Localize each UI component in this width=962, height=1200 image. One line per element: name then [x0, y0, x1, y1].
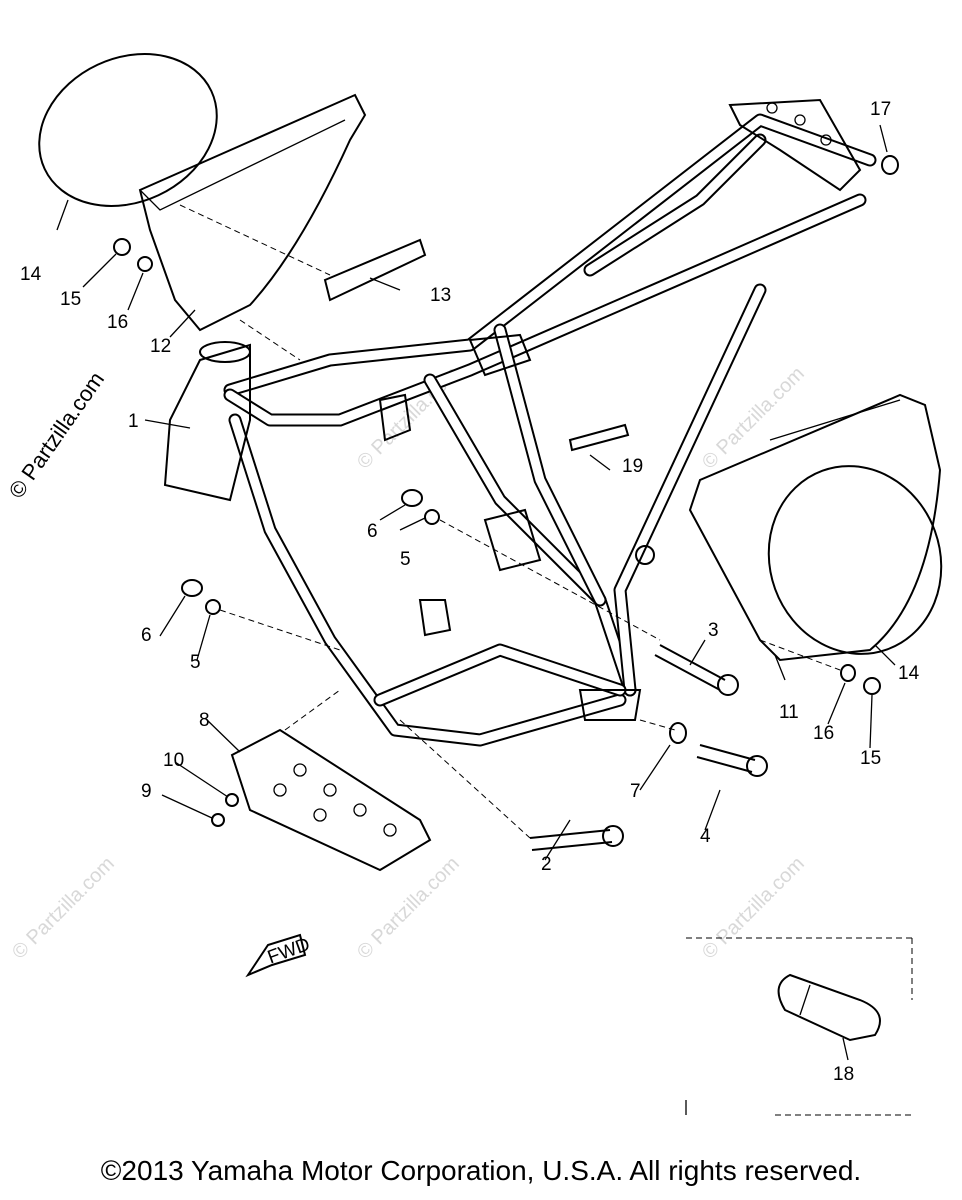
- long-bolts: [399, 644, 768, 851]
- decal-strip: [323, 238, 427, 302]
- watermark: © Partzilla.com: [698, 853, 809, 964]
- lower-engine-mount-hardware: [181, 579, 341, 651]
- callout-1: 1: [128, 411, 139, 432]
- leader-lines: [144, 277, 896, 861]
- right-side-cover: [688, 393, 943, 662]
- number-plate-left: [38, 53, 218, 207]
- callout-13: 13: [430, 285, 451, 306]
- part-18-sleeve: [777, 973, 881, 1042]
- callout-14: 14: [20, 264, 42, 285]
- callout-5: 5: [190, 652, 201, 673]
- callout-8: 8: [199, 710, 210, 731]
- callout-18: 18: [833, 1064, 854, 1085]
- inset-box: [685, 937, 913, 1116]
- callouts: 1 2 3 4 5 5 6 6 7 8 9 10 11 12 13 14 14 …: [20, 99, 920, 1085]
- left-side-cover: [38, 53, 427, 361]
- main-frame: [163, 98, 877, 747]
- callout-12: 12: [150, 336, 171, 357]
- callout-11: 11: [779, 702, 799, 723]
- callout-2: 2: [541, 854, 552, 875]
- side-watermark: © Partzilla.com: [4, 367, 110, 503]
- callout-14: 14: [898, 663, 920, 684]
- callout-15: 15: [60, 289, 81, 310]
- callout-5: 5: [400, 549, 411, 570]
- callout-16: 16: [813, 723, 834, 744]
- callout-6: 6: [141, 625, 152, 646]
- callout-3: 3: [708, 620, 719, 641]
- callout-9: 9: [141, 781, 152, 802]
- left-cover-fasteners: [56, 199, 196, 338]
- fwd-label: FWD: [265, 934, 313, 969]
- callout-15: 15: [860, 748, 881, 769]
- callout-17: 17: [870, 99, 891, 120]
- callout-4: 4: [700, 826, 711, 847]
- part-19-clip: [568, 423, 630, 452]
- callout-10: 10: [163, 750, 184, 771]
- watermark: © Partzilla.com: [8, 853, 119, 964]
- part-17-nut: [879, 124, 899, 175]
- callout-7: 7: [630, 781, 641, 802]
- callout-16: 16: [107, 312, 128, 333]
- copyright-notice: ©2013 Yamaha Motor Corporation, U.S.A. A…: [100, 1155, 862, 1186]
- upper-engine-mount-hardware: [401, 489, 661, 641]
- callout-6: 6: [367, 521, 378, 542]
- right-cover-fasteners: [759, 639, 881, 695]
- skid-plate: [211, 689, 432, 872]
- callout-19: 19: [622, 456, 643, 477]
- number-plate-right: [767, 465, 943, 655]
- watermark: © Partzilla.com: [353, 853, 464, 964]
- forward-arrow: FWD: [245, 933, 313, 978]
